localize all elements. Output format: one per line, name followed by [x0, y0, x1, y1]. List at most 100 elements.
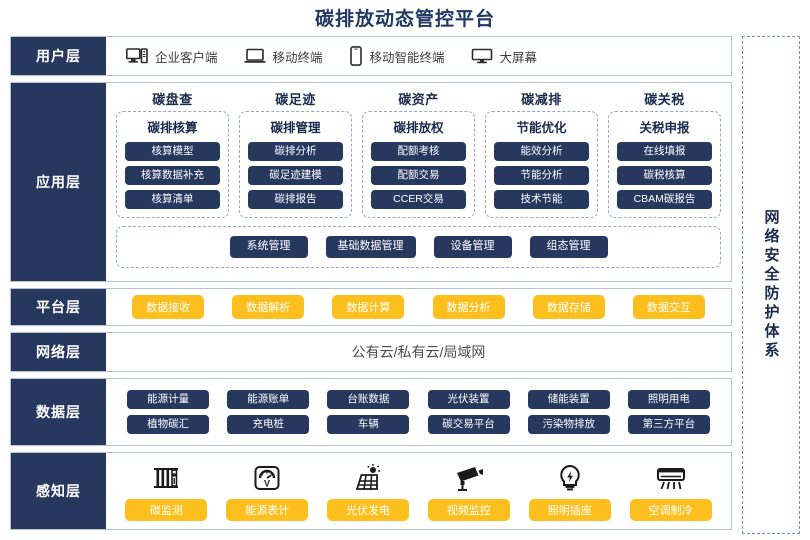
app-module-item[interactable]: 碳排报告 [248, 190, 343, 210]
network-description: 公有云/私有云/局域网 [351, 344, 486, 360]
data-source-item[interactable]: 光伏装置 [427, 389, 510, 409]
perception-device-label: 视频监控 [427, 499, 510, 521]
platform-item[interactable]: 数据存储 [532, 295, 605, 319]
perception-device-lighting-socket[interactable]: 照明插座 [528, 461, 611, 521]
app-module-item[interactable]: 碳足迹建模 [248, 166, 343, 186]
data-source-item[interactable]: 植物碳汇 [127, 415, 210, 435]
app-module-item[interactable]: 能效分析 [494, 142, 589, 162]
data-source-item[interactable]: 能源账单 [227, 389, 310, 409]
layer-network: 网络层 公有云/私有云/局域网 [10, 332, 732, 372]
app-group-carbon-reduction: 碳减排 节能优化 能效分析 节能分析 技术节能 [485, 89, 598, 219]
perception-device-carbon-monitor[interactable]: 碳监测 [125, 461, 208, 521]
app-group-box: 碳排管理 碳排分析 碳足迹建模 碳排报告 [239, 111, 352, 219]
data-source-item[interactable]: 碳交易平台 [427, 415, 510, 435]
page-title: 碳排放动态管控平台 [314, 9, 495, 30]
app-group-subtitle: 节能优化 [516, 121, 567, 135]
app-group-title: 碳足迹 [275, 92, 316, 107]
data-source-item[interactable]: 台账数据 [327, 389, 410, 409]
data-source-item[interactable]: 照明用电 [627, 389, 710, 409]
perception-device-label: 碳监测 [125, 499, 208, 521]
data-source-item[interactable]: 储能装置 [527, 389, 610, 409]
layer-label-network: 网络层 [11, 333, 106, 371]
perception-device-label: 能源表计 [226, 499, 309, 521]
platform-item[interactable]: 数据交互 [632, 295, 705, 319]
app-group-box: 碳排放权 配额考核 配额交易 CCER交易 [362, 111, 475, 219]
perception-device-air-conditioning[interactable]: 空调制冷 [629, 461, 712, 521]
layer-body-application: 碳盘查 碳排核算 核算模型 核算数据补充 核算清单 碳足迹 碳排管理 碳排分析 [106, 83, 731, 281]
app-module-item[interactable]: 配额考核 [371, 142, 466, 162]
layer-label-application: 应用层 [11, 83, 106, 281]
platform-item[interactable]: 数据计算 [332, 295, 405, 319]
user-terminal-enterprise-client[interactable]: 企业客户端 [126, 47, 218, 66]
perception-device-label: 照明插座 [528, 499, 611, 521]
app-module-item[interactable]: CBAM碳报告 [617, 190, 712, 210]
data-source-item[interactable]: 污染物排放 [527, 415, 610, 435]
layer-user: 用户层 [10, 36, 732, 76]
layer-body-network: 公有云/私有云/局域网 [106, 333, 731, 371]
user-terminal-label: 移动终端 [272, 50, 323, 65]
app-module-item[interactable]: 碳税核算 [617, 166, 712, 186]
platform-item[interactable]: 数据解析 [232, 295, 305, 319]
app-module-item[interactable]: 碳排分析 [248, 142, 343, 162]
app-group-box: 节能优化 能效分析 节能分析 技术节能 [485, 111, 598, 219]
layer-label-user: 用户层 [11, 37, 106, 75]
platform-item[interactable]: 数据接收 [132, 295, 205, 319]
app-group-subtitle: 关税申报 [639, 121, 690, 135]
large-screen-icon [471, 48, 493, 64]
data-source-row-2: 植物碳汇 充电桩 车辆 碳交易平台 污染物排放 第三方平台 [118, 415, 719, 435]
app-module-item[interactable]: 在线填报 [617, 142, 712, 162]
perception-device-video-surveillance[interactable]: 视频监控 [427, 461, 510, 521]
user-terminal-list: 企业客户端 移动终端 [106, 46, 731, 66]
user-terminal-large-screen[interactable]: 大屏幕 [471, 47, 538, 66]
light-bulb-icon [555, 461, 585, 493]
user-terminal-mobile[interactable]: 移动终端 [244, 47, 323, 66]
solar-panel-icon [353, 461, 383, 493]
app-group-title: 碳盘查 [152, 92, 193, 107]
app-group-box: 关税申报 在线填报 碳税核算 CBAM碳报告 [608, 111, 721, 219]
app-module-item[interactable]: 配额交易 [371, 166, 466, 186]
management-item-system[interactable]: 系统管理 [229, 236, 308, 258]
app-group-subtitle: 碳排管理 [270, 121, 321, 135]
perception-device-solar-power[interactable]: 光伏发电 [327, 461, 410, 521]
app-module-item[interactable]: 核算数据补充 [125, 166, 220, 186]
app-group-title: 碳关税 [644, 92, 685, 107]
app-group-carbon-tariff: 碳关税 关税申报 在线填报 碳税核算 CBAM碳报告 [608, 89, 721, 219]
air-conditioner-icon [655, 461, 687, 493]
management-item-configuration[interactable]: 组态管理 [529, 236, 608, 258]
data-source-item[interactable]: 充电桩 [227, 415, 310, 435]
security-side-panel: 网络安全防护体系 [742, 36, 800, 534]
app-module-item[interactable]: CCER交易 [371, 190, 466, 210]
layer-label-platform: 平台层 [11, 289, 106, 325]
svg-text:V: V [264, 479, 270, 489]
management-item-device[interactable]: 设备管理 [433, 236, 512, 258]
smartphone-icon [349, 46, 363, 66]
layer-perception: 感知层 [10, 452, 732, 530]
management-item-basic-data[interactable]: 基础数据管理 [325, 236, 416, 258]
layer-stack: 用户层 [10, 36, 732, 530]
app-module-item[interactable]: 技术节能 [494, 190, 589, 210]
laptop-icon [244, 48, 266, 64]
security-panel-label: 网络安全防护体系 [762, 209, 780, 361]
app-module-item[interactable]: 节能分析 [494, 166, 589, 186]
perception-device-label: 光伏发电 [327, 499, 410, 521]
platform-item-list: 数据接收 数据解析 数据计算 数据分析 数据存储 数据交互 [106, 295, 731, 319]
data-source-item[interactable]: 能源计量 [127, 389, 210, 409]
layer-body-data: 能源计量 能源账单 台账数据 光伏装置 储能装置 照明用电 植物碳汇 充电桩 车… [106, 379, 731, 445]
desktop-tower-icon [126, 48, 148, 64]
layer-label-data: 数据层 [11, 379, 106, 445]
app-group-title: 碳资产 [398, 92, 439, 107]
user-terminal-label: 大屏幕 [499, 50, 538, 65]
layer-body-user: 企业客户端 移动终端 [106, 37, 731, 75]
perception-device-label: 空调制冷 [629, 499, 712, 521]
perception-device-energy-meter[interactable]: V 能源表计 [226, 461, 309, 521]
platform-item[interactable]: 数据分析 [432, 295, 505, 319]
layer-label-perception: 感知层 [11, 453, 106, 529]
app-module-item[interactable]: 核算模型 [125, 142, 220, 162]
app-module-item[interactable]: 核算清单 [125, 190, 220, 210]
application-management-box: 系统管理 基础数据管理 设备管理 组态管理 [116, 226, 721, 269]
data-source-item[interactable]: 车辆 [327, 415, 410, 435]
data-source-item[interactable]: 第三方平台 [627, 415, 710, 435]
user-terminal-smart-mobile[interactable]: 移动智能终端 [349, 46, 445, 66]
app-group-carbon-footprint: 碳足迹 碳排管理 碳排分析 碳足迹建模 碳排报告 [239, 89, 352, 219]
